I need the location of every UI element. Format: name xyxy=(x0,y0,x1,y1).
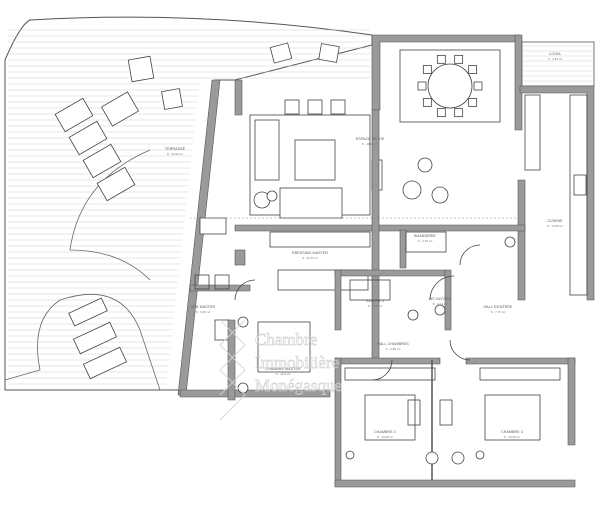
svg-text:CHAMBRE MASTER: CHAMBRE MASTER xyxy=(265,367,301,371)
svg-text:TERRASSE: TERRASSE xyxy=(165,147,186,151)
sdb-2-3-label: SDB 2 & 3S : 5.06 m² xyxy=(366,299,384,308)
svg-text:CUISINE: CUISINE xyxy=(547,219,563,223)
living-area xyxy=(190,99,520,235)
bedrooms xyxy=(334,339,576,488)
svg-text:Monégasque: Monégasque xyxy=(255,376,342,395)
svg-text:S : 33.90 m²: S : 33.90 m² xyxy=(167,152,183,156)
svg-text:S : 5.06 m²: S : 5.06 m² xyxy=(368,304,383,308)
svg-text:Immobilière: Immobilière xyxy=(255,353,339,372)
facade-wall xyxy=(177,79,331,398)
svg-text:SDB MASTER: SDB MASTER xyxy=(191,305,216,309)
dining-chair xyxy=(468,98,478,107)
svg-text:S : 4.75 m²: S : 4.75 m² xyxy=(418,239,433,243)
svg-text:S : 13.53 m²: S : 13.53 m² xyxy=(504,435,520,439)
watermark-logo: Chambre Immobilière Monégasque xyxy=(219,319,342,421)
terrace xyxy=(4,16,373,391)
kitchen xyxy=(504,85,595,301)
svg-text:LOGIA: LOGIA xyxy=(549,52,561,56)
svg-text:S : 6.00 m²: S : 6.00 m² xyxy=(196,310,211,314)
svg-text:S : 48.00 m²: S : 48.00 m² xyxy=(362,142,378,146)
svg-text:WC INVITES: WC INVITES xyxy=(429,297,451,301)
svg-text:S : 19.2 m²: S : 19.2 m² xyxy=(276,372,291,376)
dining-chair xyxy=(473,81,483,91)
svg-text:S : 2.01 m²: S : 2.01 m² xyxy=(433,302,448,306)
svg-text:S : 13.09 m²: S : 13.09 m² xyxy=(377,435,393,439)
svg-text:HALL D'ENTREE: HALL D'ENTREE xyxy=(483,305,513,309)
svg-text:S : 7.76 m²: S : 7.76 m² xyxy=(491,310,506,314)
dining-chair xyxy=(436,108,446,118)
master-suite xyxy=(189,274,311,401)
dining-chair xyxy=(454,54,464,64)
dining-chair xyxy=(422,98,432,107)
svg-text:S : 3.39 m²: S : 3.39 m² xyxy=(548,57,563,61)
svg-text:HALL CHAMBRES: HALL CHAMBRES xyxy=(377,342,409,346)
chambre-2-label: CHAMBRE 2S : 13.09 m² xyxy=(374,430,396,439)
logia-deck xyxy=(523,45,593,82)
dining-chair xyxy=(468,65,478,74)
dining-chair xyxy=(417,81,427,91)
central-rooms xyxy=(234,109,526,361)
svg-text:S : 14.69 m²: S : 14.69 m² xyxy=(547,224,563,228)
svg-text:Chambre: Chambre xyxy=(255,330,317,349)
svg-text:DRESSING MASTER: DRESSING MASTER xyxy=(292,251,329,255)
svg-text:S : 6.89 m²: S : 6.89 m² xyxy=(386,347,401,351)
dining-chair xyxy=(436,54,446,64)
terrace-furniture xyxy=(54,42,340,380)
svg-text:ESPACE DE VIE: ESPACE DE VIE xyxy=(356,137,385,141)
svg-text:S : 11.61 m²: S : 11.61 m² xyxy=(302,256,318,260)
svg-text:CHAMBRE 2: CHAMBRE 2 xyxy=(374,430,396,434)
svg-text:SDB 2 & 3: SDB 2 & 3 xyxy=(366,299,384,303)
dining-area xyxy=(371,34,595,131)
dining-chair xyxy=(422,65,432,74)
svg-text:BUANDERIE: BUANDERIE xyxy=(414,234,436,238)
dining-chairs xyxy=(417,54,483,118)
svg-text:CHAMBRE 3: CHAMBRE 3 xyxy=(501,430,523,434)
dining-chair xyxy=(454,108,464,118)
chambre-3-label: CHAMBRE 3S : 13.53 m² xyxy=(501,430,523,439)
